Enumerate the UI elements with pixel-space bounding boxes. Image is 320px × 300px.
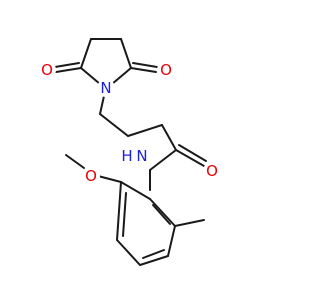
bond (120, 38, 132, 69)
aromatic-bond (116, 181, 122, 241)
bond (99, 113, 129, 137)
aromatic-bond (116, 239, 141, 266)
atom-nh: H N (118, 147, 151, 166)
bond (149, 149, 177, 171)
bond (80, 38, 92, 69)
aromatic-bond (120, 181, 151, 200)
aromatic-inner-bond (152, 204, 171, 225)
atom-label: O (206, 162, 218, 180)
double-bond (54, 62, 80, 68)
atom-label: N (136, 147, 147, 165)
aromatic-bond (149, 198, 176, 227)
aromatic-inner-bond (122, 192, 127, 237)
bond (80, 67, 101, 85)
double-bond (178, 144, 207, 162)
aromatic-inner-bond (142, 249, 165, 259)
bond (111, 67, 132, 85)
bond (174, 219, 205, 227)
double-bond (175, 149, 205, 167)
atom-label: N (100, 79, 111, 97)
bond-layer (54, 38, 207, 266)
atom-oxygen: O (157, 61, 175, 79)
atom-label: O (160, 61, 172, 79)
atom-oxygen: O (203, 162, 221, 180)
bond (97, 175, 122, 183)
atom-oxygen: O (38, 61, 56, 79)
bond (127, 124, 163, 137)
atom-label: O (41, 61, 53, 79)
atom-layer: O O N O H N O (38, 61, 221, 185)
atom-oxygen: O (82, 167, 100, 185)
double-bond (55, 67, 82, 73)
molecule-diagram: O O N O H N O (38, 38, 221, 266)
atom-nitrogen: N (97, 79, 115, 97)
bond (161, 124, 177, 151)
atom-label-h: H (121, 147, 132, 165)
double-bond (132, 62, 158, 68)
aromatic-bond (139, 255, 169, 266)
double-bond (130, 67, 157, 73)
bond (65, 154, 85, 169)
atom-label: O (85, 167, 97, 185)
aromatic-bond (167, 225, 176, 257)
